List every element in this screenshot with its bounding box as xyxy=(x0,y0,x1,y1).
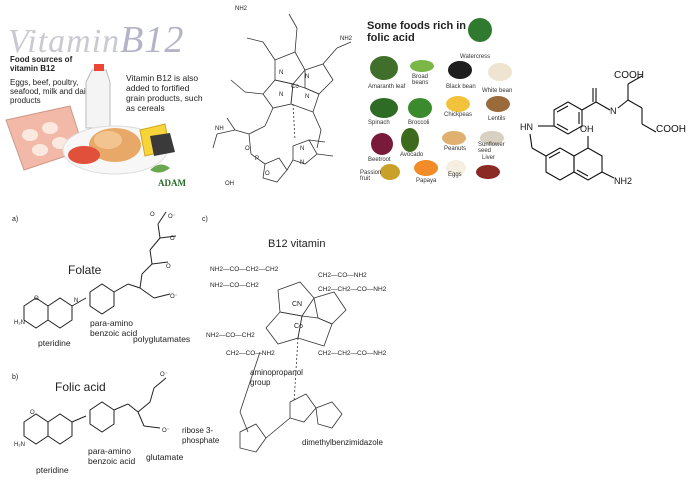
b12-chain-4: CH2—CH2—CO—NH2 xyxy=(318,286,387,293)
folate-polyglutamates: polyglutamates xyxy=(133,334,191,344)
folic-acid-title: Folic acid xyxy=(55,380,106,394)
svg-text:O⁻: O⁻ xyxy=(162,428,170,434)
fortified-text: Vitamin B12 is also added to fortified g… xyxy=(126,73,203,113)
folic-pteridine: pteridine xyxy=(36,465,69,475)
b12-aminopropanol: aminopropanol group xyxy=(250,368,303,387)
b12-chain-2: NH2—CO—CH2 xyxy=(210,282,259,289)
b12-cn: CN xyxy=(292,301,302,308)
folic-nh2: NH2 xyxy=(614,176,632,186)
food-amaranth-leaf: Amaranth leaf xyxy=(368,84,406,90)
svg-text:N: N xyxy=(74,298,78,304)
atom-p: P xyxy=(255,156,259,162)
food-peanuts: Peanuts xyxy=(444,146,467,152)
b12-chain-1: NH2—CO—CH2—CH2 xyxy=(210,266,279,273)
folic-oh: OH xyxy=(580,124,594,134)
folic-cooh-top: COOH xyxy=(614,70,644,81)
vitamin-b12-panel: VitaminB12 Food sources of vitamin B12 E… xyxy=(0,0,205,200)
vitamin-b12-title: VitaminB12 xyxy=(8,18,184,62)
atom-oh: OH xyxy=(225,181,234,187)
panel-a-tag: a) xyxy=(12,216,19,223)
b12-chain-6: CH2—CH2—CO—NH2 xyxy=(318,350,387,357)
folate-title: Folate xyxy=(68,263,102,277)
b12-chain-5: NH2—CO—CH2 xyxy=(206,332,255,339)
folic-cooh-side: COOH xyxy=(656,124,686,135)
folate-pteridine: pteridine xyxy=(38,338,71,348)
b12-structure-top: NH2 NH2 N N N N Co OH O P O N N NH xyxy=(212,6,353,187)
food-liver: Liver xyxy=(482,155,496,161)
svg-text:O: O xyxy=(170,236,175,242)
atom-o-2: O xyxy=(265,171,270,177)
food-chickpeas: Chickpeas xyxy=(444,112,473,118)
title-word: Vitamin xyxy=(8,23,121,60)
food-passion-fruit: Passion fruit xyxy=(360,170,382,182)
svg-text:H₂N: H₂N xyxy=(14,320,25,326)
atom-co: Co xyxy=(291,84,299,90)
b12-co: Co xyxy=(294,323,303,330)
food-sunflower-seed: Sunflower seed xyxy=(478,142,505,154)
food-avocado: Avocado xyxy=(400,152,424,158)
svg-text:O: O xyxy=(34,296,39,302)
food-watercress: Watercress xyxy=(460,54,491,60)
b12-ribose: ribose 3-phosphate xyxy=(182,426,220,445)
b12-chain-3: CH2—CO—NH2 xyxy=(318,272,367,279)
atom-n-4: N xyxy=(305,94,309,100)
food-beetroot: Beetroot xyxy=(368,157,391,163)
svg-text:O: O xyxy=(150,212,155,218)
atom-n-1: N xyxy=(279,70,283,76)
svg-text:H₂N: H₂N xyxy=(14,442,25,448)
panel-b-tag: b) xyxy=(12,374,19,381)
title-b12: B12 xyxy=(120,19,185,61)
b12-detailed-structure: CN Co xyxy=(239,281,347,453)
folic-hn: HN xyxy=(520,122,533,132)
svg-text:O: O xyxy=(166,264,171,270)
b12-dmb: dimethylbenzimidazole xyxy=(302,438,383,447)
atom-nh2-1: NH2 xyxy=(235,6,248,12)
atom-n-2: N xyxy=(305,74,309,80)
b12-title: B12 vitamin xyxy=(268,238,326,250)
folic-paba: para-amino benzoic acid xyxy=(88,446,136,466)
food-spinach: Spinach xyxy=(368,120,390,126)
svg-text:O⁻: O⁻ xyxy=(160,372,168,378)
svg-text:O: O xyxy=(30,410,35,416)
food-broccoli: Broccoli xyxy=(408,120,430,126)
food-black-bean: Black bean xyxy=(446,84,476,90)
svg-text:O⁻: O⁻ xyxy=(168,214,176,220)
sources-body: Eggs, beef, poultry, seafood, milk and d… xyxy=(10,78,93,105)
folate-paba: para-amino benzoic acid xyxy=(90,318,138,338)
food-lentils: Lentils xyxy=(488,116,506,122)
atom-n-5: N xyxy=(300,146,304,152)
sources-heading: Food sources of vitamin B12 xyxy=(10,55,73,73)
atom-n-6: N xyxy=(300,160,304,166)
folic-n: N xyxy=(610,106,617,116)
food-broad-beans: Broad beans xyxy=(412,74,429,86)
folic-acid-lower-structure: O⁻ O⁻ H₂N O xyxy=(14,372,170,448)
panel-c-tag: c) xyxy=(202,216,208,223)
folic-foods-panel: Watercress Broad beans Amaranth leaf Bla… xyxy=(360,0,518,186)
adam-brand: ADAM xyxy=(158,178,186,188)
food-white-bean: White bean xyxy=(482,88,513,94)
atom-n-3: N xyxy=(279,92,283,98)
food-eggs: Eggs xyxy=(448,172,462,178)
foods-illustration xyxy=(370,18,512,180)
atom-nh: NH xyxy=(215,126,224,132)
folate-structure: O O⁻ O O O⁻ O H₂N N xyxy=(14,211,178,329)
foods-title: Some foods rich in folic acid xyxy=(367,20,467,44)
folic-acid-structure: COOH COOH N HN OH NH2 xyxy=(520,70,686,186)
atom-o: O xyxy=(245,146,250,152)
folic-glutamate: glutamate xyxy=(146,452,184,462)
b12-chain-7: CH2—CO—NH2 xyxy=(226,350,275,357)
atom-nh2-2: NH2 xyxy=(340,36,353,42)
food-papaya: Papaya xyxy=(416,178,437,184)
svg-text:O⁻: O⁻ xyxy=(170,294,178,300)
food-illustration xyxy=(5,64,175,175)
